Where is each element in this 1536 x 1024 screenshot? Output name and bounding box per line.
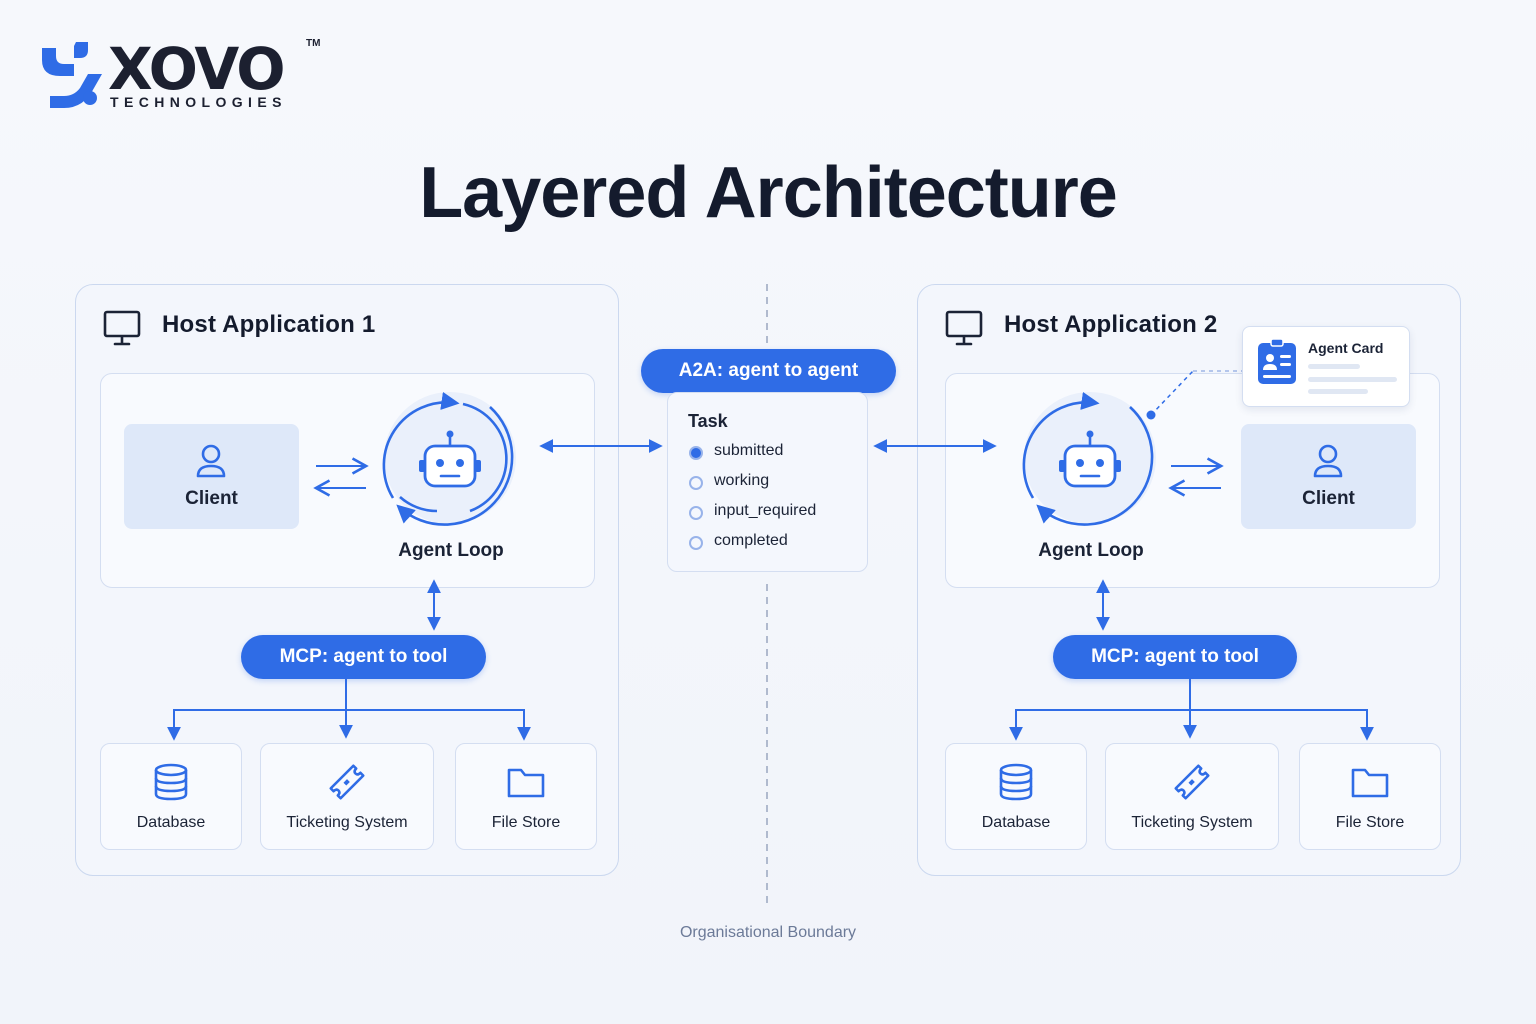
brand-logo: XOVO TM TECHNOLOGIES — [30, 34, 330, 114]
monitor-icon — [103, 310, 141, 346]
state-dot — [689, 506, 703, 520]
client-label: Client — [1302, 488, 1355, 509]
task-state: input_required — [714, 502, 817, 519]
tool-ticketing-system[interactable]: Ticketing System — [1105, 743, 1279, 850]
tool-label: Database — [136, 814, 206, 831]
ticket-icon — [1174, 764, 1210, 800]
user-icon — [1313, 444, 1343, 478]
state-dot-active — [689, 446, 703, 460]
brand-wordmark: XOVO — [108, 35, 286, 103]
task-state: completed — [714, 532, 788, 549]
tool-database[interactable]: Database — [945, 743, 1087, 850]
client-box[interactable]: Client — [1241, 424, 1416, 529]
database-icon — [999, 763, 1033, 801]
brand-tagline: TECHNOLOGIES — [110, 94, 287, 110]
agent-container: Client Agent Loop — [100, 373, 595, 588]
agent-loop-label: Agent Loop — [398, 540, 504, 561]
a2a-pill: A2A: agent to agent — [641, 349, 896, 393]
ticket-icon — [329, 764, 365, 800]
monitor-icon — [945, 310, 983, 346]
tool-label: File Store — [491, 814, 561, 831]
page-title: Layered Architecture — [419, 153, 1118, 233]
task-state: submitted — [714, 442, 784, 459]
xovo-mark-icon — [42, 42, 102, 108]
task-state: working — [714, 472, 770, 489]
task-panel: Task submitted working input_required co… — [667, 392, 868, 572]
tool-ticketing-system[interactable]: Ticketing System — [260, 743, 434, 850]
placeholder-bar — [1308, 389, 1368, 394]
mcp-pill: MCP: agent to tool — [1053, 635, 1297, 679]
agent-card-title: Agent Card — [1308, 340, 1384, 356]
tool-file-store[interactable]: File Store — [1299, 743, 1441, 850]
host-application-1: Host Application 1 Client Agent Loop MCP… — [75, 284, 619, 876]
tool-database[interactable]: Database — [100, 743, 242, 850]
client-label: Client — [185, 488, 238, 509]
agent-card[interactable]: Agent Card — [1242, 326, 1410, 407]
folder-icon — [507, 768, 545, 798]
tool-label: File Store — [1335, 814, 1405, 831]
client-box[interactable]: Client — [124, 424, 299, 529]
host-title: Host Application 1 — [162, 311, 376, 338]
agent-loop-label: Agent Loop — [1038, 540, 1144, 561]
placeholder-bar — [1308, 364, 1360, 369]
tool-label: Ticketing System — [1131, 814, 1253, 831]
state-dot — [689, 476, 703, 490]
host-title: Host Application 2 — [1004, 311, 1218, 338]
boundary-label: Organisational Boundary — [679, 924, 857, 941]
mcp-pill: MCP: agent to tool — [241, 635, 486, 679]
tool-file-store[interactable]: File Store — [455, 743, 597, 850]
placeholder-bar — [1308, 377, 1397, 382]
state-dot — [689, 536, 703, 550]
folder-icon — [1351, 768, 1389, 798]
id-card-icon — [1258, 339, 1296, 384]
database-icon — [154, 763, 188, 801]
brand-trademark: TM — [306, 38, 321, 49]
tool-label: Ticketing System — [286, 814, 408, 831]
tool-label: Database — [981, 814, 1051, 831]
task-title: Task — [688, 411, 728, 431]
user-icon — [196, 444, 226, 478]
